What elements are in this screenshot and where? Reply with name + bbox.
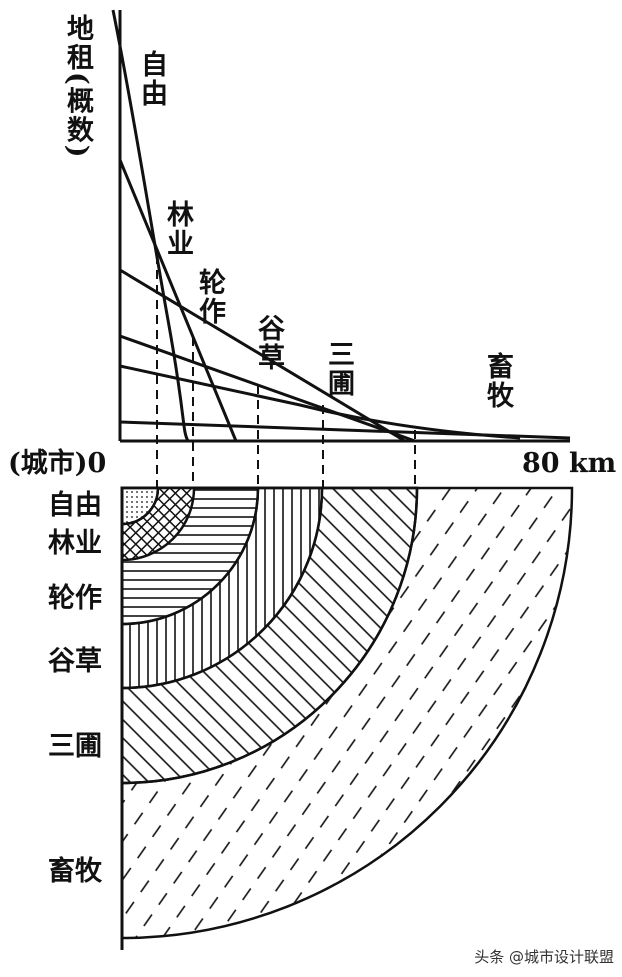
x-end-label: 80 km	[522, 448, 617, 479]
zone-free	[120, 486, 160, 526]
curve-label-grain-grass: 谷草	[253, 314, 284, 372]
zone-label-livestock: 畜牧	[48, 856, 102, 887]
zone-label-three-field: 三圃	[48, 731, 102, 762]
zone-label-free: 自由	[48, 490, 102, 521]
watermark: 头条 @城市设计联盟	[474, 948, 614, 966]
zone-label-forestry: 林业	[48, 528, 102, 559]
curve-livestock	[119, 420, 571, 440]
curve-label-free: 自由	[136, 50, 167, 108]
zone-label-grain-grass: 谷草	[48, 646, 102, 677]
curve-label-forestry: 林业	[162, 200, 193, 258]
curve-forestry	[118, 159, 238, 442]
zone-boundary-lines	[156, 255, 416, 488]
curve-label-rotation: 轮作	[194, 268, 225, 326]
y-axis-label: 地租(概数)	[62, 14, 93, 160]
curve-label-livestock: 畜牧	[482, 352, 513, 410]
x-origin-label: (城市)0	[8, 448, 107, 479]
curve-rotation	[119, 268, 406, 443]
curve-grain-grass	[119, 334, 416, 443]
curve-label-three-field: 三圃	[323, 340, 354, 398]
zone-label-rotation: 轮作	[48, 583, 102, 614]
